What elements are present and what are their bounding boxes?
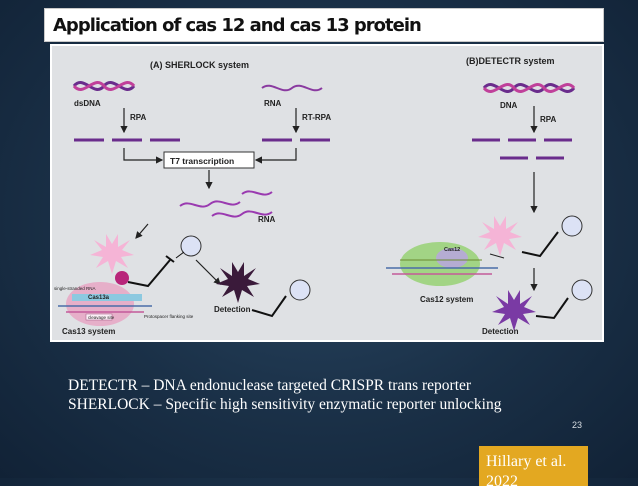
panel-b-title: (B)DETECTR system bbox=[466, 56, 555, 66]
dna-helix-b bbox=[482, 83, 576, 93]
crispr-figure: (A) SHERLOCK system (B)DETECTR system ds… bbox=[50, 44, 604, 342]
rna-top-label: RNA bbox=[264, 99, 282, 108]
figure-svg: (A) SHERLOCK system (B)DETECTR system ds… bbox=[54, 56, 593, 336]
reporter-star-light bbox=[90, 234, 134, 274]
rt-rpa-label: RT-RPA bbox=[302, 113, 331, 122]
detection-star-a bbox=[216, 262, 260, 303]
dsdna-helix bbox=[72, 81, 136, 91]
rna-mid-label: RNA bbox=[258, 215, 276, 224]
ssrna-label: single-stranded RNA bbox=[54, 286, 96, 291]
cas13-system-label: Cas13 system bbox=[62, 327, 115, 336]
body-line-sherlock: SHERLOCK – Specific high sensitivity enz… bbox=[68, 396, 502, 413]
rpa-left-label: RPA bbox=[130, 113, 147, 122]
quencher-circle-b bbox=[561, 215, 583, 237]
reporter-star-b bbox=[478, 216, 522, 256]
detection-star-b bbox=[492, 290, 536, 331]
detection-a-label: Detection bbox=[214, 305, 251, 314]
cleavage-label: cleavage site bbox=[88, 315, 115, 320]
dsdna-label: dsDNA bbox=[74, 99, 101, 108]
detection-b-label: Detection bbox=[482, 327, 519, 336]
citation-line1: Hillary et al. bbox=[486, 453, 567, 470]
cas12-system-label: Cas12 system bbox=[420, 295, 473, 304]
quencher-circle-b2 bbox=[571, 279, 593, 301]
quencher-circle-a2 bbox=[289, 279, 311, 301]
cas12-complex bbox=[386, 242, 498, 286]
slide-number: 23 bbox=[572, 420, 583, 430]
rna-strands-mid bbox=[179, 190, 273, 218]
cas13-complex bbox=[58, 282, 152, 326]
title-bar: Application of cas 12 and cas 13 protein bbox=[44, 8, 604, 42]
citation-box: Hillary et al. 2022 bbox=[479, 446, 588, 486]
t7-box bbox=[163, 151, 255, 169]
body-line-detectr: DETECTR – DNA endonuclease targeted CRIS… bbox=[68, 377, 472, 394]
t7-label: T7 transcription bbox=[170, 156, 234, 166]
panel-a-title: (A) SHERLOCK system bbox=[150, 60, 249, 70]
dna-b-label: DNA bbox=[500, 101, 518, 110]
rpa-b-label: RPA bbox=[540, 115, 557, 124]
citation-line2: 2022 bbox=[486, 473, 518, 486]
slide-title: Application of cas 12 and cas 13 protein bbox=[53, 14, 422, 36]
cas13a-label: Cas13a bbox=[88, 295, 110, 301]
cas12-label: Cas12 bbox=[444, 247, 460, 253]
protospacer-label: Protospacer flanking site bbox=[144, 314, 194, 319]
reporter-line-a bbox=[127, 259, 171, 288]
quencher-circle-a bbox=[180, 235, 202, 257]
body-text: DETECTR – DNA endonuclease targeted CRIS… bbox=[68, 376, 502, 414]
rna-strand-top bbox=[261, 84, 323, 92]
amplified-dna-b bbox=[472, 138, 572, 160]
